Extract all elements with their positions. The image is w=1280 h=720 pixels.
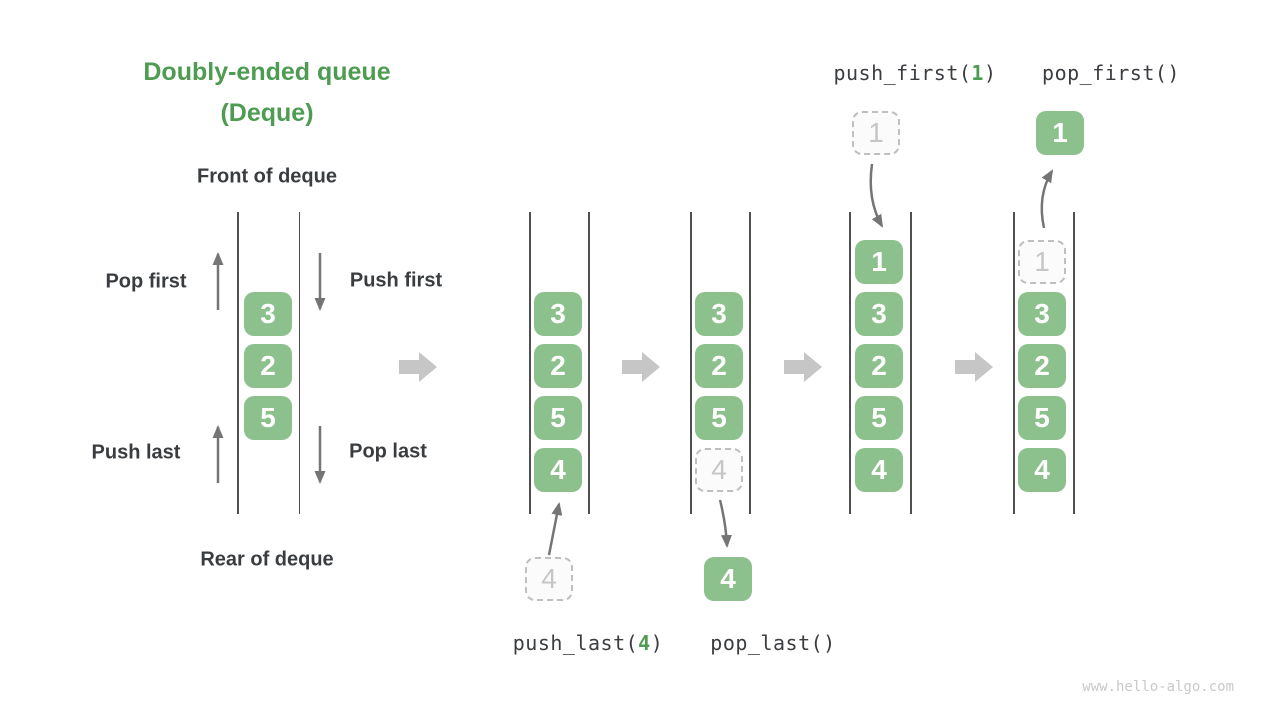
queue-wall <box>588 212 590 514</box>
rear-of-deque-label: Rear of deque <box>200 548 334 571</box>
operation-text: pop_last() <box>710 631 836 655</box>
push-first-operation-label: push_first(1) <box>833 61 996 85</box>
incoming-item-box: 4 <box>525 557 573 601</box>
queue-item-box: 2 <box>534 344 582 388</box>
operation-text: push_first( <box>833 61 972 85</box>
operation-text: ) <box>650 631 664 655</box>
queue-wall <box>849 212 851 514</box>
pop-first-remove-arrow-icon <box>1040 169 1054 229</box>
queue-wall <box>237 212 239 514</box>
push-last-insert-arrow-icon <box>547 502 563 556</box>
stage-transition-arrow-icon <box>622 352 660 382</box>
queue-item-box: 2 <box>1018 344 1066 388</box>
queue-item-box: 5 <box>855 396 903 440</box>
queue-item-box: 5 <box>534 396 582 440</box>
push-first-label: Push first <box>349 269 443 292</box>
title-line-2: (Deque) <box>220 99 314 127</box>
queue-item-box: 4 <box>855 448 903 492</box>
queue-item-box: 1 <box>855 240 903 284</box>
queue-item-box: 3 <box>695 292 743 336</box>
operation-text: pop_first() <box>1042 61 1180 85</box>
queue-wall <box>529 212 531 514</box>
queue-wall <box>749 212 751 514</box>
operation-text: push_last( <box>512 631 639 655</box>
incoming-item-box: 1 <box>852 111 900 155</box>
diagram-title: Doubly-ended queue (Deque) <box>143 52 390 134</box>
operation-text: ) <box>983 61 997 85</box>
queue-item-box: 3 <box>534 292 582 336</box>
queue-item-box: 5 <box>1018 396 1066 440</box>
front-of-deque-label: Front of deque <box>197 165 337 188</box>
stage-transition-arrow-icon <box>955 352 993 382</box>
queue-item-box: 3 <box>244 292 292 336</box>
queue-item-box: 2 <box>244 344 292 388</box>
ghost-item-box: 4 <box>695 448 743 492</box>
watermark: www.hello-algo.com <box>1082 679 1234 695</box>
queue-wall <box>1073 212 1075 514</box>
pop-first-operation-label: pop_first() <box>1042 61 1180 85</box>
push-last-operation-label: push_last(4) <box>513 631 664 655</box>
queue-wall <box>690 212 692 514</box>
stage-transition-arrow-icon <box>784 352 822 382</box>
outgoing-item-box: 4 <box>704 557 752 601</box>
queue-item-box: 5 <box>695 396 743 440</box>
outgoing-item-box: 1 <box>1036 111 1084 155</box>
queue-item-box: 2 <box>855 344 903 388</box>
queue-item-box: 5 <box>244 396 292 440</box>
operation-argument: 4 <box>638 631 651 655</box>
queue-item-box: 3 <box>1018 292 1066 336</box>
queue-item-box: 3 <box>855 292 903 336</box>
queue-item-box: 4 <box>1018 448 1066 492</box>
queue-wall <box>298 212 300 514</box>
pop-first-label: Pop first <box>105 270 187 293</box>
title-line-1: Doubly-ended queue <box>143 58 391 86</box>
operation-argument: 1 <box>971 61 984 85</box>
push-last-label: Push last <box>91 441 181 464</box>
stage-transition-arrow-icon <box>399 352 437 382</box>
queue-wall <box>910 212 912 514</box>
push-first-insert-arrow-icon <box>869 163 884 228</box>
queue-item-box: 2 <box>695 344 743 388</box>
ghost-item-box: 1 <box>1018 240 1066 284</box>
queue-wall <box>1013 212 1015 514</box>
pop-last-remove-arrow-icon <box>718 499 732 548</box>
pop-last-operation-label: pop_last() <box>710 631 835 655</box>
queue-item-box: 4 <box>534 448 582 492</box>
pop-last-label: Pop last <box>349 440 427 463</box>
